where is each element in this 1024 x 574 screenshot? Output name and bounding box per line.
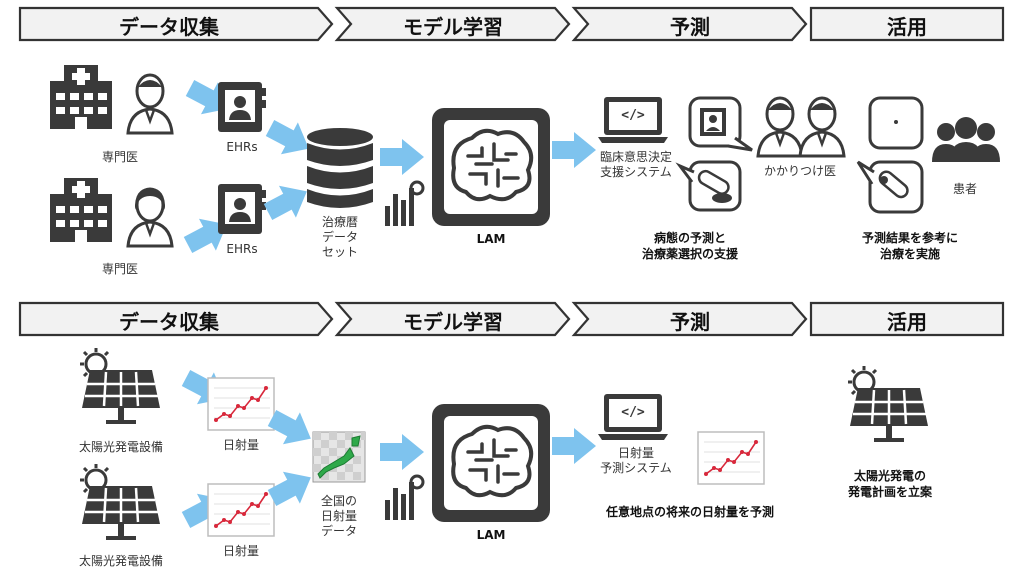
arrow-icon bbox=[380, 434, 424, 470]
lam-label: LAM bbox=[476, 528, 506, 542]
code-glyph: </> bbox=[621, 108, 645, 123]
lam-brain-icon bbox=[430, 402, 552, 524]
prediction-caption: 任意地点の将来の日射量を予測 bbox=[605, 505, 774, 519]
prediction-caption: 病態の予測と 治療薬選択の支援 bbox=[641, 231, 738, 261]
specialist-label: 専門医 bbox=[101, 262, 138, 276]
solar-panel-icon bbox=[78, 346, 162, 426]
header-utilization: 活用 bbox=[887, 310, 927, 334]
ehr-card-icon bbox=[218, 184, 266, 234]
speech-bubble-icon bbox=[688, 96, 753, 152]
solar-panel-icon bbox=[78, 462, 162, 542]
lam-label: LAM bbox=[476, 232, 506, 246]
solar-facility-label: 太陽光発電設備 bbox=[78, 554, 163, 568]
solar-panel-icon bbox=[846, 364, 930, 444]
gp-label: かかりつけ医 bbox=[763, 164, 837, 178]
specialist-label: 専門医 bbox=[101, 150, 138, 164]
header-row-2 bbox=[18, 301, 1005, 337]
irradiance-label: 日射量 bbox=[222, 544, 259, 558]
header-prediction: 予測 bbox=[670, 310, 710, 334]
irradiance-label: 日射量 bbox=[222, 438, 259, 452]
doctor-icon bbox=[126, 186, 174, 248]
lam-brain-icon bbox=[430, 106, 552, 228]
utilization-caption: 予測結果を参考に 治療を実施 bbox=[861, 231, 958, 261]
header-row-1 bbox=[18, 6, 1005, 42]
header-data-collection: データ収集 bbox=[119, 310, 219, 334]
gp-doctor-icon bbox=[756, 96, 804, 158]
header-utilization: 活用 bbox=[887, 15, 927, 39]
medicine-bubble-icon bbox=[675, 160, 742, 212]
national-data-label: 全国の 日射量 データ bbox=[320, 494, 357, 538]
gp-doctor-icon bbox=[798, 96, 846, 158]
analytics-icon bbox=[383, 474, 425, 522]
irradiance-chart-icon bbox=[207, 483, 275, 537]
solar-facility-label: 太陽光発電設備 bbox=[78, 440, 163, 454]
header-model-training: モデル学習 bbox=[403, 310, 503, 334]
japan-map-icon bbox=[312, 431, 366, 483]
irradiance-chart-icon bbox=[207, 377, 275, 431]
chat-bubble-icon bbox=[868, 96, 924, 150]
ehrs-label: EHRs bbox=[226, 140, 258, 154]
arrow-icon bbox=[380, 139, 424, 175]
system-label: 臨床意思決定 支援システム bbox=[599, 150, 672, 179]
utilization-caption: 太陽光発電の 発電計画を立案 bbox=[847, 469, 932, 499]
hospital-icon bbox=[50, 65, 112, 129]
forecast-chart-icon bbox=[697, 431, 765, 485]
system-label: 日射量 予測システム bbox=[600, 446, 672, 475]
header-prediction: 予測 bbox=[670, 15, 710, 39]
doctor-icon bbox=[126, 73, 174, 135]
header-model-training: モデル学習 bbox=[403, 15, 503, 39]
code-glyph: </> bbox=[621, 405, 645, 420]
medicine-bubble-icon bbox=[856, 160, 924, 214]
ehrs-label: EHRs bbox=[226, 242, 258, 256]
dataset-label: 治療暦 データ セット bbox=[321, 215, 358, 259]
patient-label: 患者 bbox=[952, 182, 977, 196]
patients-icon bbox=[932, 117, 1000, 162]
header-data-collection: データ収集 bbox=[119, 15, 219, 39]
analytics-icon bbox=[383, 180, 425, 228]
ehr-card-icon bbox=[218, 82, 266, 132]
database-icon bbox=[307, 128, 373, 208]
hospital-icon bbox=[50, 178, 112, 242]
